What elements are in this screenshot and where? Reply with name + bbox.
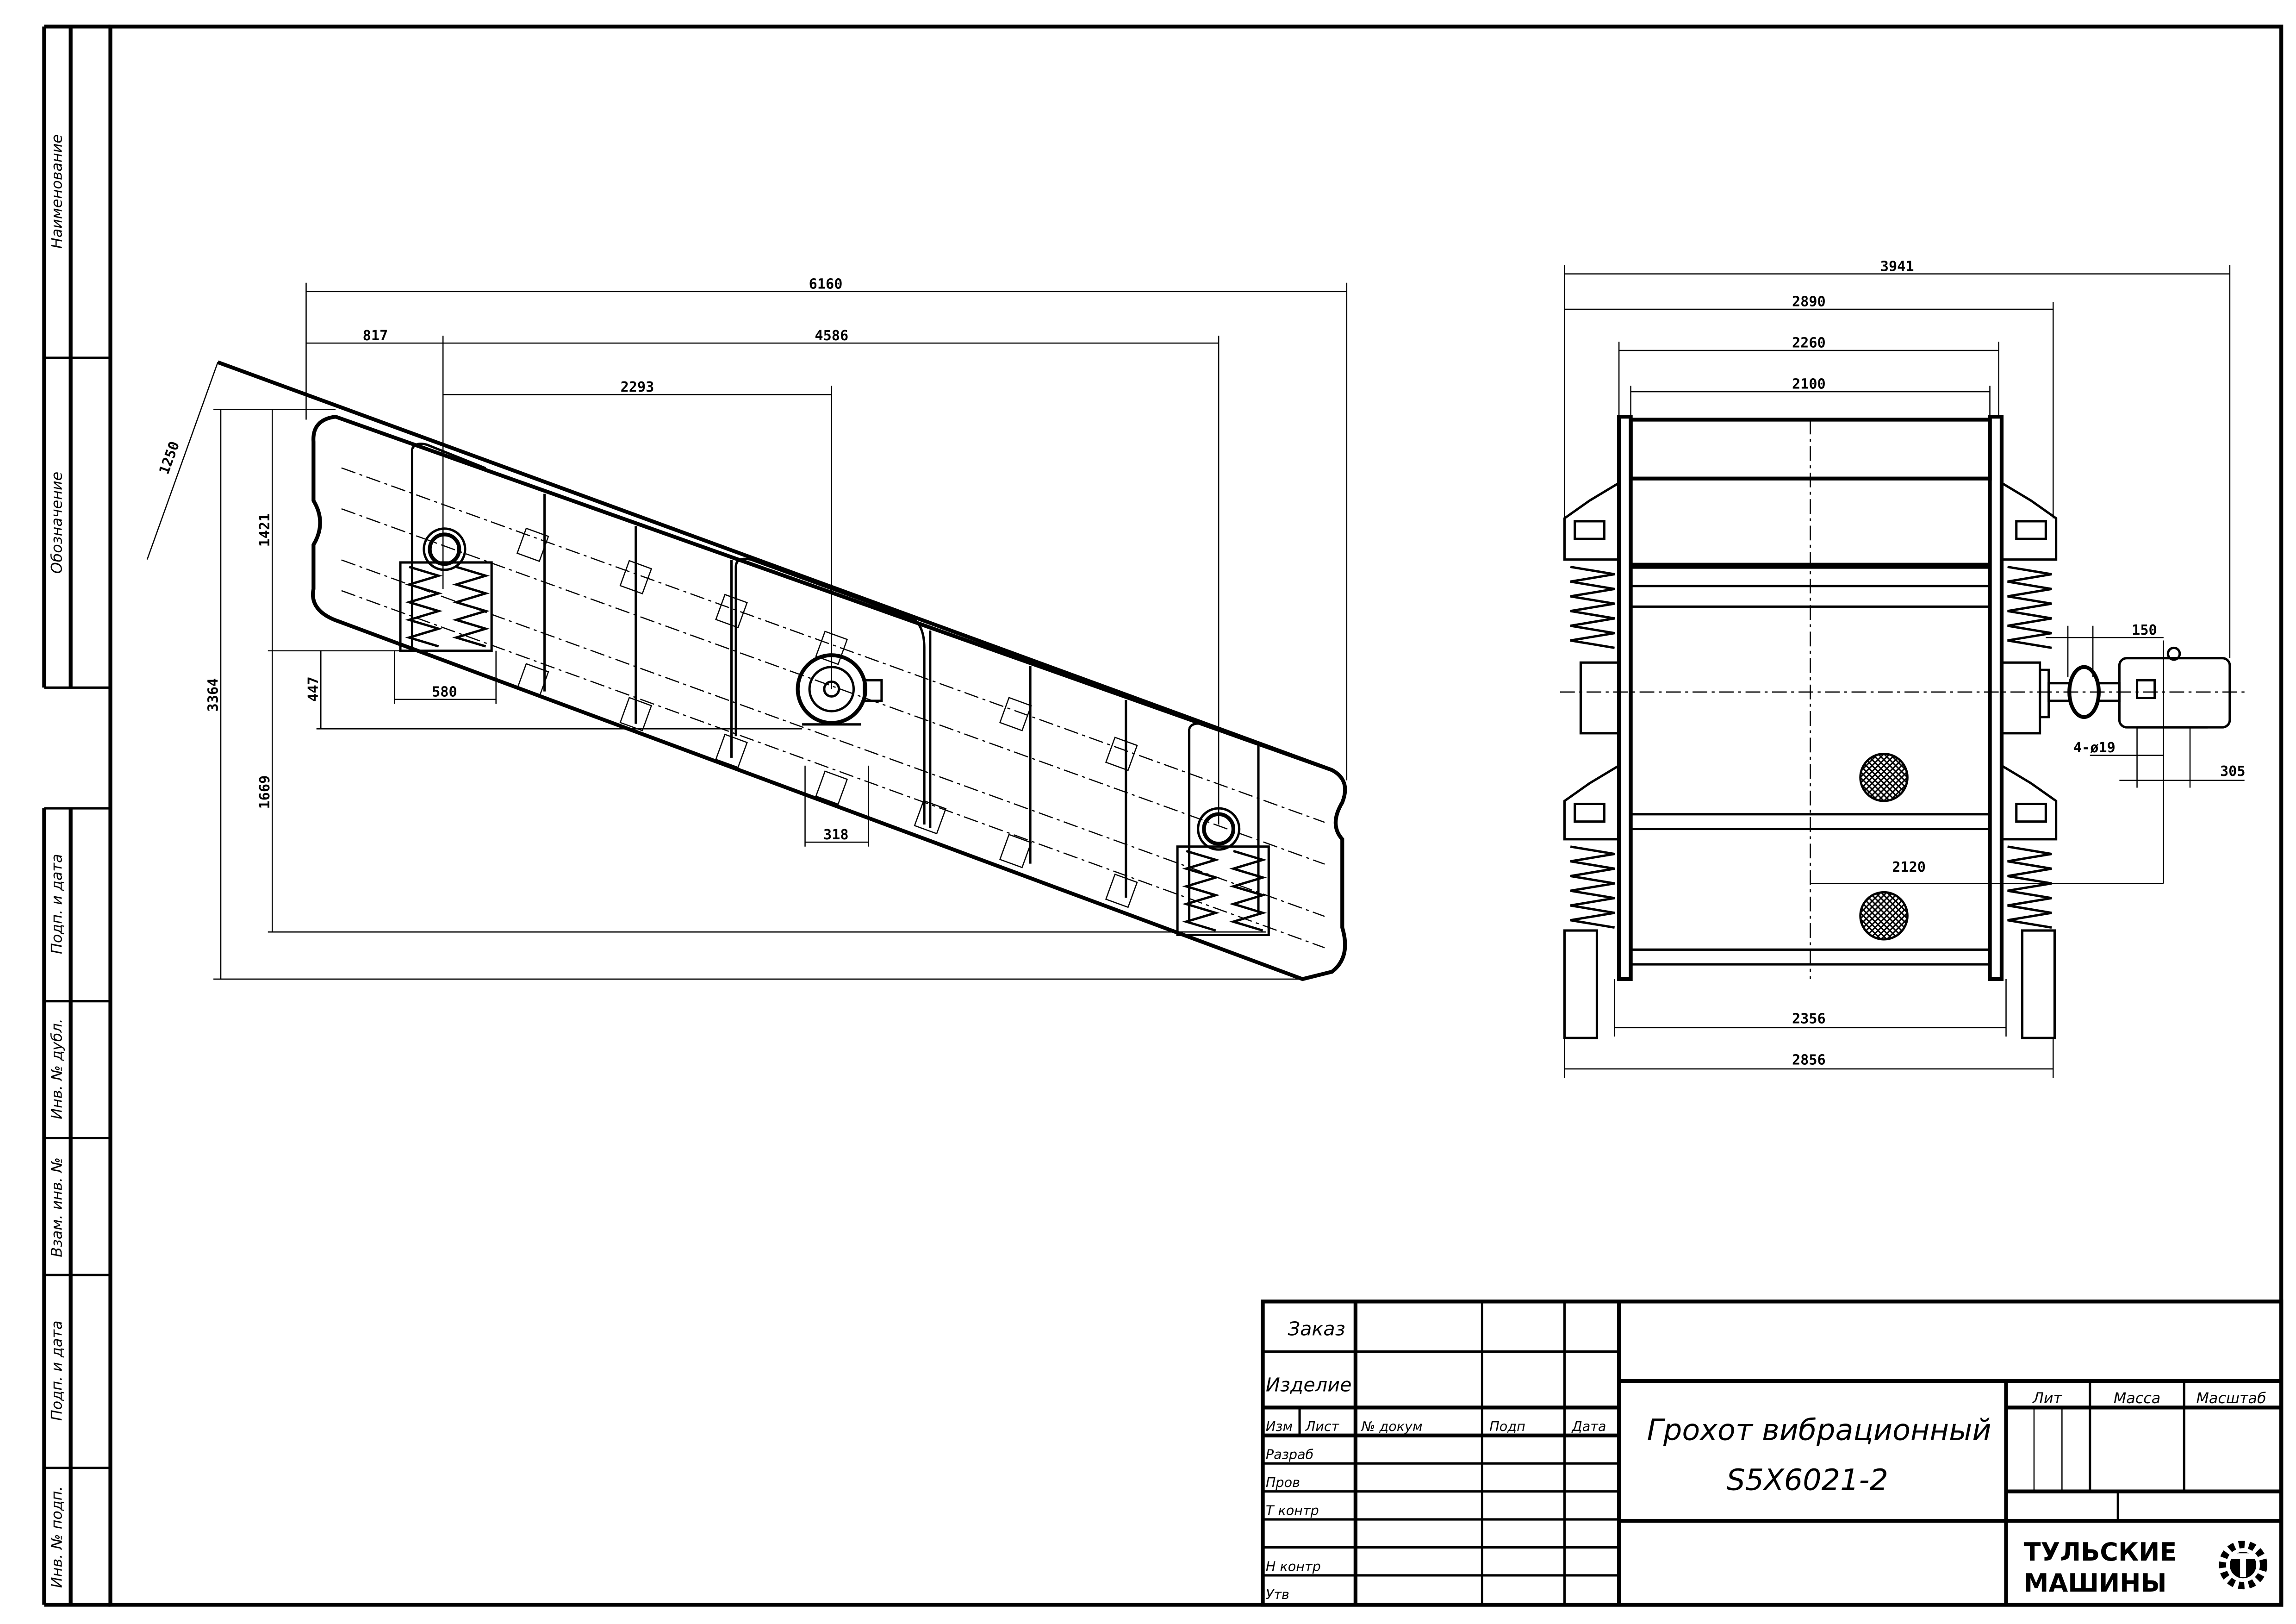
order-label: Заказ [1288, 1318, 1345, 1340]
strip-label-sign-date: Подп. и дата [49, 854, 66, 954]
screen-deck-centerline [341, 508, 1325, 865]
dim-4586: 4586 [815, 328, 848, 344]
dim-305: 305 [2220, 763, 2246, 780]
dim-2856: 2856 [1792, 1052, 1826, 1068]
col-header-date: Дата [1571, 1418, 1606, 1434]
strip-label-orig-inv: Инв. № подп. [49, 1486, 66, 1588]
spring-front-lower-left [1563, 764, 1620, 1039]
deck-bolt-plate [999, 697, 1032, 731]
strip-label-dup-inv: Инв. № дубл. [49, 1018, 66, 1119]
lit-label: Лит [2032, 1390, 2063, 1407]
company-name-line2: МАШИНЫ [2024, 1568, 2167, 1598]
screen-deck-centerline [341, 559, 1325, 917]
mesh-hole-lower [1859, 891, 1909, 941]
side-strip-labels: Наименование Обозначение Подп. и дата Ин… [49, 134, 66, 1588]
dim-3364: 3364 [205, 678, 222, 712]
side-dimensions: 6160 817 4586 2293 1250 3364 1421 1669 4… [146, 276, 1348, 980]
deck-bolt-plate [815, 631, 848, 665]
mesh-hole-upper [1859, 752, 1909, 802]
dim-6160: 6160 [809, 276, 843, 292]
strip-label-repl-inv: Взам. инв. № [49, 1157, 66, 1257]
row-developed: Разраб [1266, 1447, 1313, 1462]
col-header-change: Изм [1266, 1418, 1293, 1434]
exciter-housing-outline [734, 557, 926, 825]
col-header-signature: Подп [1489, 1418, 1525, 1434]
deck-bolt-plate [619, 560, 653, 594]
product-label: Изделие [1266, 1374, 1352, 1396]
dim-150: 150 [2132, 622, 2157, 638]
screen-body-side [217, 360, 1347, 981]
scale-label: Масштаб [2196, 1390, 2266, 1407]
strip-label-designation: Обозначение [49, 472, 66, 574]
deck-bolt-plate [715, 733, 748, 768]
row-norm-control: Н контр [1266, 1558, 1321, 1574]
deck-bolt-plate [914, 800, 947, 835]
dim-2890: 2890 [1792, 294, 1826, 310]
front-dimensions: 3941 2890 2260 2100 150 4-ø19 305 2120 [1564, 258, 2246, 1078]
dim-2293: 2293 [621, 379, 654, 395]
company-logo: ТУЛЬСКИЕ МАШИНЫ [2024, 1537, 2267, 1598]
inlet-housing-outline [411, 443, 486, 648]
row-tech-control: Т контр [1266, 1503, 1319, 1518]
dim-2120: 2120 [1892, 859, 1926, 875]
gear-logo-icon [2219, 1541, 2267, 1590]
title-block: Заказ Изделие Изм Лист № докум Подп Дата… [1261, 1299, 2284, 1607]
strip-label-name: Наименование [49, 134, 66, 249]
spring-front-lower-right [2001, 764, 2058, 1039]
side-view: 6160 817 4586 2293 1250 3364 1421 1669 4… [146, 276, 1348, 981]
dim-1669: 1669 [257, 775, 273, 809]
col-header-doc-no: № докум [1361, 1418, 1423, 1434]
col-header-sheet: Лист [1305, 1418, 1340, 1434]
deck-bolt-plate [815, 770, 848, 805]
dim-3941: 3941 [1880, 258, 1914, 275]
company-name-line1: ТУЛЬСКИЕ [2024, 1537, 2177, 1567]
deck-bolt-plate [516, 663, 549, 698]
deck-bolt-plate [516, 527, 549, 562]
dim-1421: 1421 [257, 513, 273, 547]
deck-bolt-plate [999, 834, 1032, 868]
spring-support-left [399, 527, 493, 652]
drawing-title: Грохот вибрационный [1647, 1412, 1991, 1447]
row-checked: Пров [1266, 1474, 1300, 1490]
drawing-model: S5X6021-2 [1726, 1462, 1888, 1497]
dim-817: 817 [363, 328, 388, 344]
motor-drive [2039, 646, 2231, 729]
dim-2100: 2100 [1792, 376, 1826, 393]
row-approved: Утв [1266, 1587, 1289, 1602]
dim-580: 580 [432, 684, 457, 700]
deck-bolt-plate [1105, 873, 1138, 908]
dim-2260: 2260 [1792, 335, 1826, 351]
dim-447: 447 [305, 676, 322, 702]
deck-bolt-plate [1105, 737, 1138, 771]
dim-318: 318 [823, 827, 849, 843]
mass-label: Масса [2114, 1390, 2160, 1407]
dim-2356: 2356 [1792, 1011, 1826, 1027]
sheet-frame [42, 25, 2284, 1607]
strip-label-sign-date-2: Подп. и дата [49, 1321, 66, 1421]
deck-bolt-plate [619, 697, 653, 731]
dim-4-holes-d19: 4-ø19 [2073, 740, 2116, 756]
spring-front-upper-right [2001, 482, 2058, 649]
screen-deck-centerline [341, 467, 1325, 823]
screen-deck-centerline [341, 590, 1325, 949]
front-view: 3941 2890 2260 2100 150 4-ø19 305 2120 [1560, 258, 2246, 1078]
side-view-internal-details [341, 443, 1325, 949]
